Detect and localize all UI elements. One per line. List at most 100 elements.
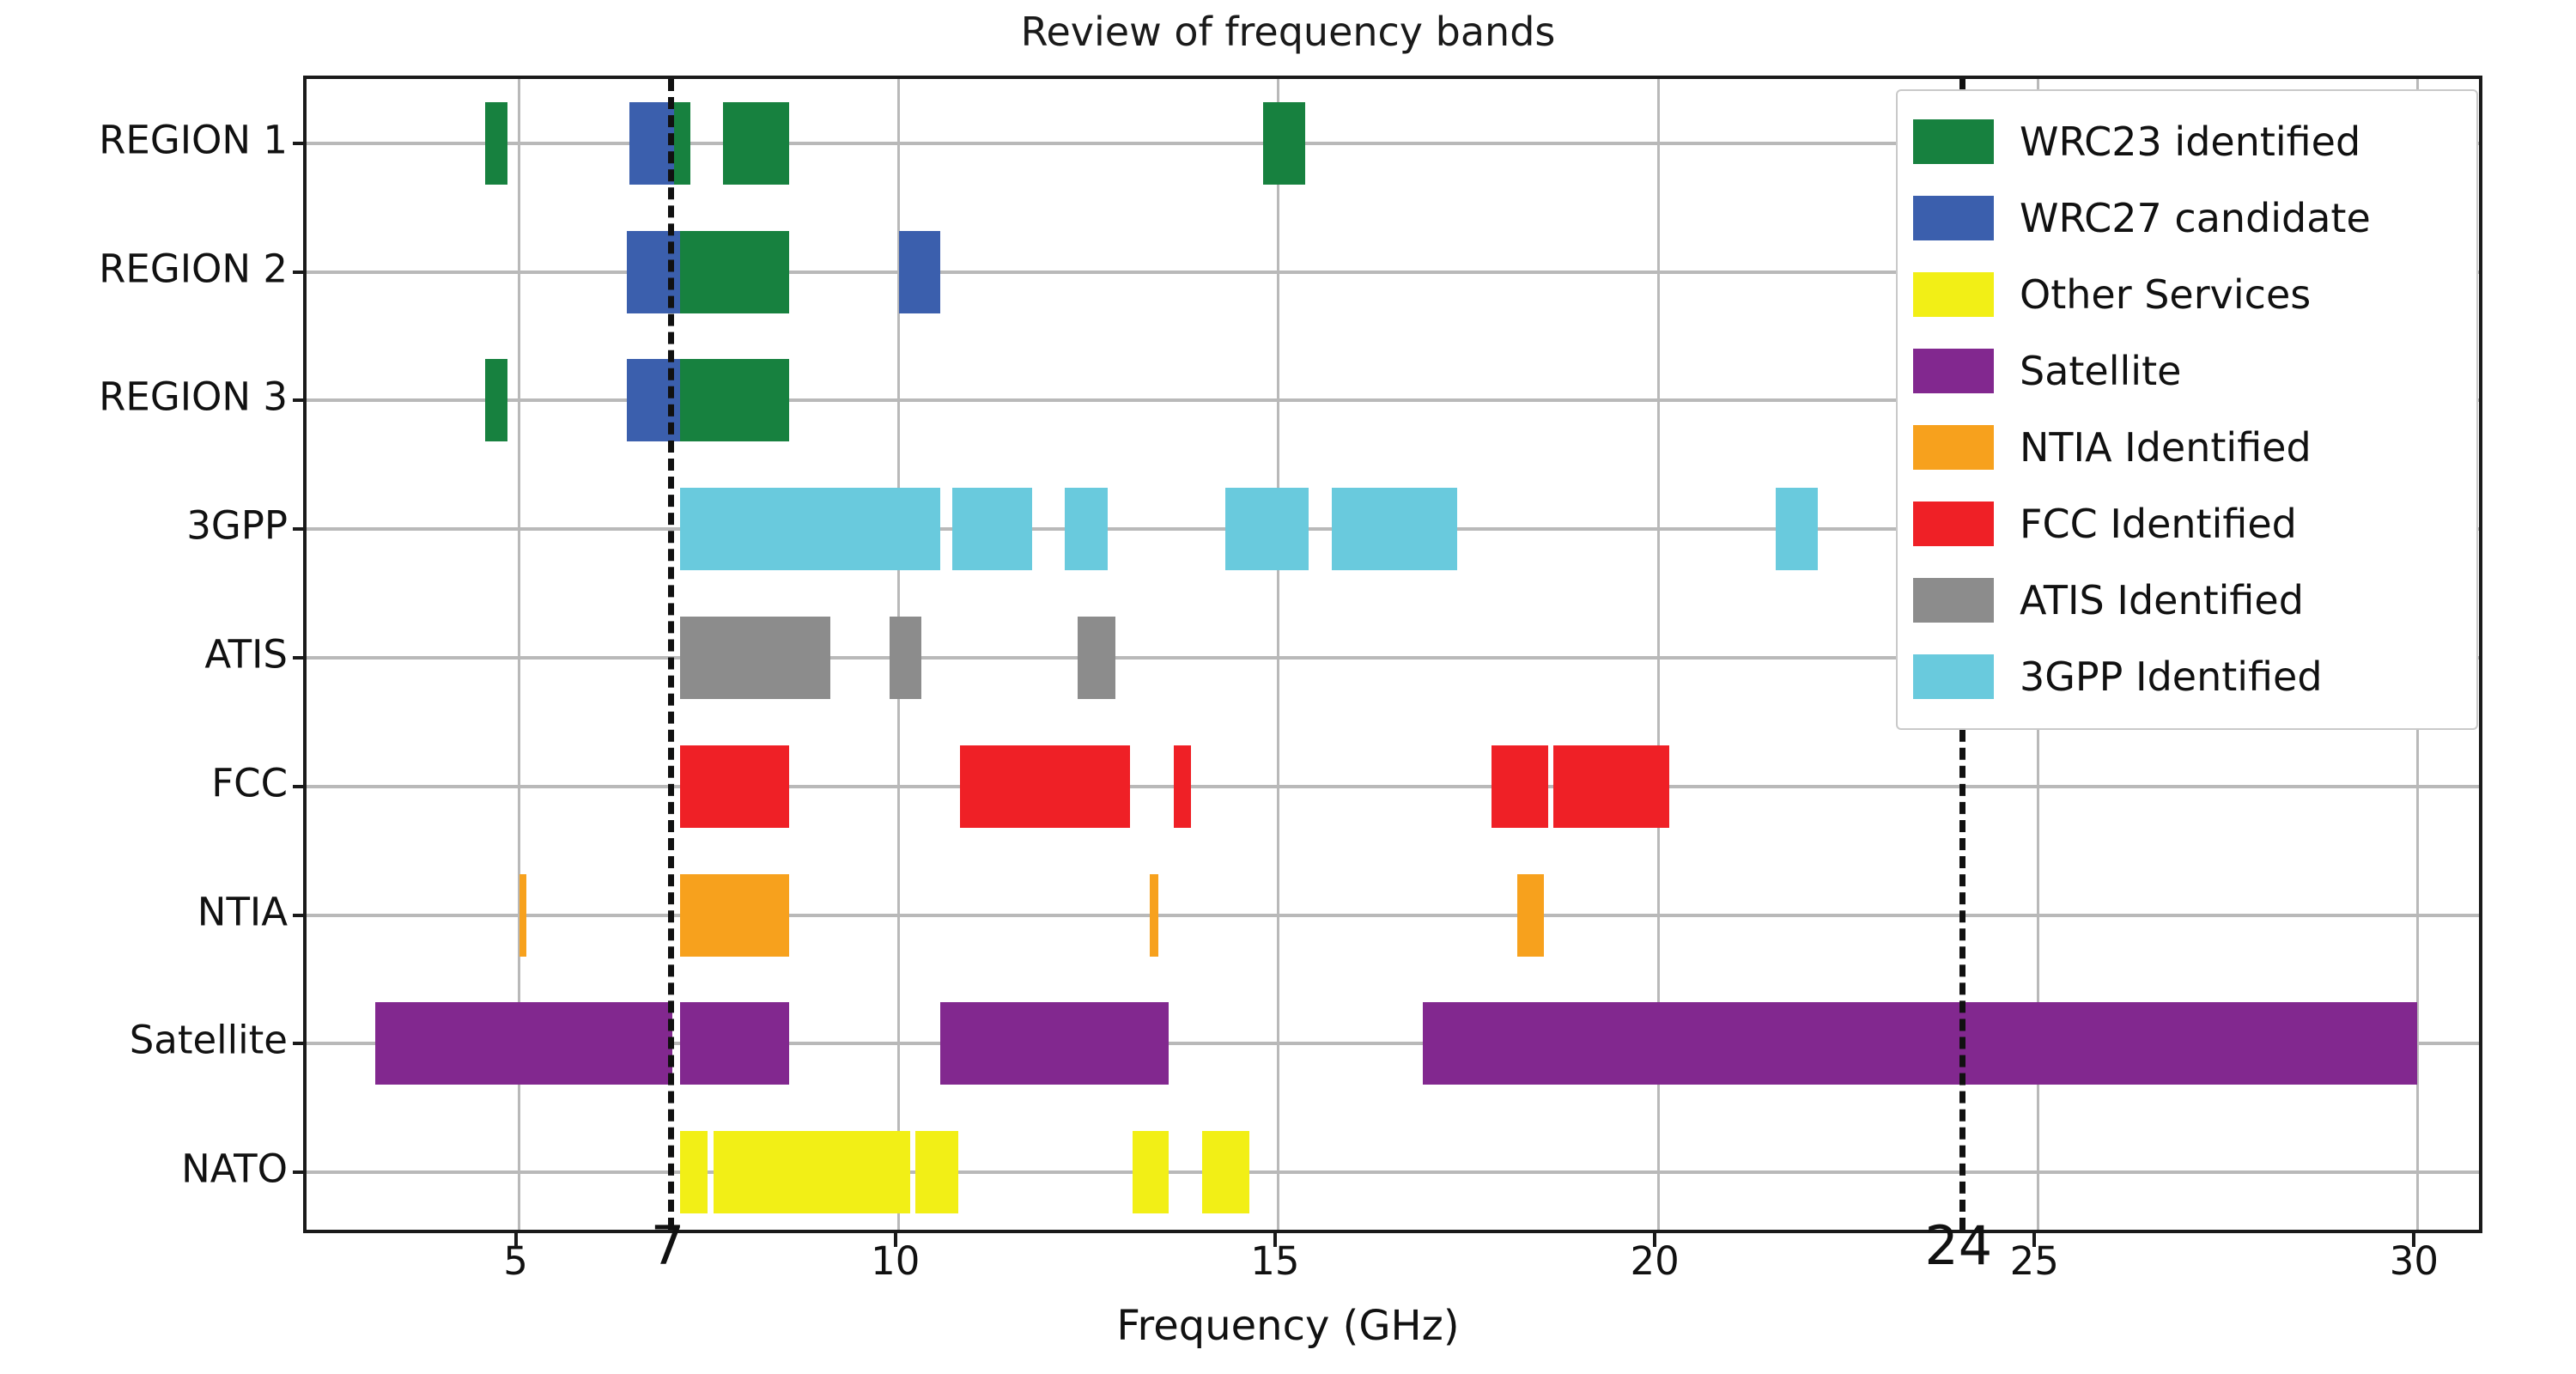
band-bar <box>1133 1131 1169 1214</box>
y-tick-label-3gpp: 3GPP <box>186 502 288 549</box>
band-bar <box>374 1002 673 1085</box>
band-bar <box>915 1131 958 1214</box>
y-tick-mark <box>293 913 307 917</box>
horizontal-gridline <box>307 141 2479 145</box>
legend-label: Satellite <box>2020 347 2182 394</box>
vertical-gridline <box>1656 79 1660 1230</box>
x-tick-label-30: 30 <box>2389 1238 2439 1284</box>
x-axis-title: Frequency (GHz) <box>1116 1302 1460 1350</box>
x-tick-label-15: 15 <box>1250 1238 1300 1284</box>
band-bar <box>680 1002 789 1085</box>
y-tick-label-atis: ATIS <box>204 631 288 678</box>
horizontal-gridline <box>307 270 2479 274</box>
band-bar <box>1776 488 1818 571</box>
band-bar <box>1149 873 1159 957</box>
band-bar <box>674 101 690 185</box>
horizontal-gridline <box>307 1042 2479 1046</box>
bars-layer <box>307 79 2479 1230</box>
y-tick-label-region-3: REGION 3 <box>99 374 288 420</box>
y-tick-label-ntia: NTIA <box>197 889 288 935</box>
y-tick-mark <box>293 398 307 403</box>
band-bar <box>680 230 789 313</box>
legend-swatch-icon <box>1913 195 1994 240</box>
legend-label: NTIA Identified <box>2020 423 2312 471</box>
band-bar <box>1553 745 1670 828</box>
band-bar <box>1422 1002 2418 1085</box>
band-bar <box>1064 488 1108 571</box>
band-bar <box>1078 617 1115 699</box>
x-tick-label-7: 7 <box>650 1214 685 1277</box>
legend-label: ATIS Identified <box>2020 576 2304 623</box>
legend-item[interactable]: Other Services <box>1913 256 2461 332</box>
band-bar <box>1491 745 1548 828</box>
band-bar <box>519 873 527 957</box>
legend-label: WRC27 candidate <box>2020 194 2371 241</box>
y-tick-mark <box>293 1170 307 1175</box>
y-tick-mark <box>293 784 307 788</box>
legend-label: Other Services <box>2020 271 2312 318</box>
x-tick-label-5: 5 <box>503 1238 528 1284</box>
legend-swatch-icon <box>1913 348 1994 393</box>
y-tick-label-nato: NATO <box>181 1146 288 1192</box>
legend-item[interactable]: NTIA Identified <box>1913 409 2461 485</box>
band-bar <box>713 1131 911 1214</box>
band-bar <box>484 359 508 442</box>
legend-item[interactable]: ATIS Identified <box>1913 562 2461 638</box>
legend-item[interactable]: 3GPP Identified <box>1913 638 2461 714</box>
legend-label: 3GPP Identified <box>2020 653 2323 700</box>
band-bar <box>1173 745 1192 828</box>
y-tick-label-satellite: Satellite <box>129 1017 288 1063</box>
band-bar <box>680 359 789 442</box>
chart-title: Review of frequency bands <box>1020 9 1556 55</box>
legend-swatch-icon <box>1913 424 1994 470</box>
x-tick-mark <box>1653 1233 1657 1247</box>
x-tick-label-25: 25 <box>2009 1238 2059 1284</box>
horizontal-gridline <box>307 913 2479 917</box>
band-bar <box>1517 873 1545 957</box>
band-bar <box>940 1002 1169 1085</box>
legend-item[interactable]: FCC Identified <box>1913 485 2461 562</box>
y-tick-mark <box>293 527 307 532</box>
legend-item[interactable]: WRC23 identified <box>1913 103 2461 179</box>
legend-swatch-icon <box>1913 119 1994 164</box>
legend-label: FCC Identified <box>2020 500 2297 547</box>
band-bar <box>680 745 789 828</box>
horizontal-gridline <box>307 1170 2479 1175</box>
x-tick-label-10: 10 <box>871 1238 920 1284</box>
band-bar <box>1331 488 1457 571</box>
x-tick-mark <box>2032 1233 2037 1247</box>
band-bar <box>680 617 831 699</box>
band-bar <box>680 873 789 957</box>
band-bar <box>898 230 941 313</box>
band-bar <box>1202 1131 1250 1214</box>
band-bar <box>951 488 1032 571</box>
horizontal-gridline <box>307 656 2479 660</box>
band-bar <box>722 101 789 185</box>
legend-swatch-icon <box>1913 577 1994 623</box>
band-bar <box>890 617 922 699</box>
x-tick-mark <box>893 1233 897 1247</box>
band-bar <box>484 101 508 185</box>
y-tick-mark <box>293 141 307 145</box>
dashed-marker-7ghz <box>668 79 675 1230</box>
legend-item[interactable]: WRC27 candidate <box>1913 179 2461 256</box>
legend-swatch-icon <box>1913 271 1994 317</box>
x-tick-mark <box>513 1233 518 1247</box>
x-tick-mark <box>2412 1233 2416 1247</box>
x-tick-mark <box>1273 1233 1277 1247</box>
y-tick-label-fcc: FCC <box>211 760 288 806</box>
band-bar <box>680 1131 708 1214</box>
x-tick-label-24: 24 <box>1924 1214 1993 1277</box>
band-bar <box>1225 488 1309 571</box>
vertical-gridline <box>1277 79 1280 1230</box>
y-tick-label-region-1: REGION 1 <box>99 117 288 163</box>
band-bar <box>680 488 941 571</box>
band-bar <box>959 745 1131 828</box>
vertical-gridline <box>518 79 521 1230</box>
legend-swatch-icon <box>1913 654 1994 699</box>
legend-label: WRC23 identified <box>2020 118 2361 165</box>
legend-item[interactable]: Satellite <box>1913 332 2461 409</box>
x-tick-label-20: 20 <box>1630 1238 1680 1284</box>
